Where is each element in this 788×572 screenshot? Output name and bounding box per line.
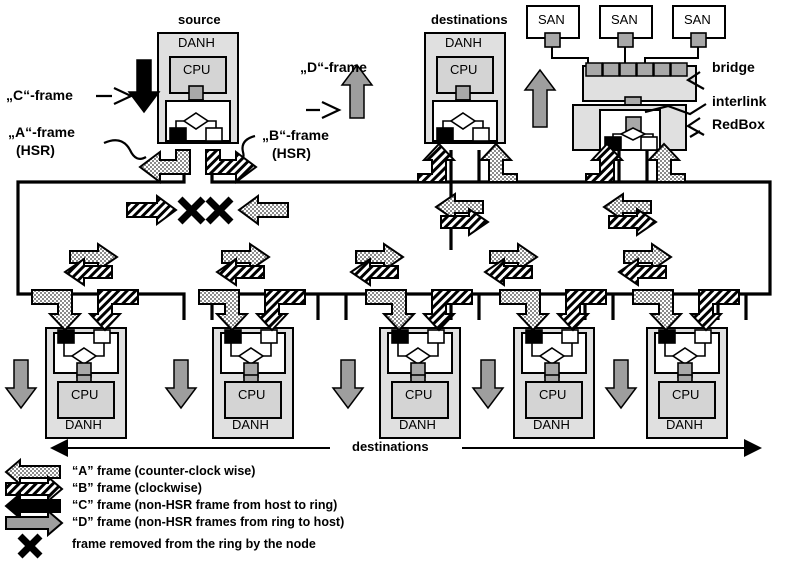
node-label-cpu-destinations: CPU bbox=[450, 62, 478, 77]
port-white bbox=[205, 127, 223, 142]
leader-bridge bbox=[685, 71, 705, 90]
label-a-frame-hsr: (HSR) bbox=[16, 142, 55, 158]
node-label-danh-destinations: DANH bbox=[445, 35, 482, 50]
elbow-arrow-a-destinations bbox=[478, 142, 518, 183]
port-black bbox=[169, 127, 187, 142]
ring-arrow-pair-mid bbox=[434, 192, 490, 237]
ring-arrow-pair-lower-3 bbox=[349, 242, 405, 287]
bottom-node-danh-2: DANH bbox=[232, 417, 269, 432]
san-port-2 bbox=[617, 32, 634, 48]
legend-text-d: “D” frame (non-HSR frames from ring to h… bbox=[72, 515, 345, 529]
label-d-frame: „D“-frame bbox=[300, 59, 367, 75]
x-mark-icon bbox=[17, 533, 43, 559]
legend-text-x: frame removed from the ring by the node bbox=[72, 537, 316, 551]
bridge-ports bbox=[585, 62, 688, 77]
bottom-node-danh-3: DANH bbox=[399, 417, 436, 432]
legend-text-b: “B” frame (clockwise) bbox=[72, 481, 202, 495]
leader-interlink bbox=[644, 103, 707, 116]
arrow-d-bottom-5 bbox=[604, 359, 638, 410]
label-bridge: bridge bbox=[712, 59, 755, 75]
page-title-source: source bbox=[178, 12, 221, 27]
node-label-cpu-source: CPU bbox=[183, 62, 211, 77]
san-port-3 bbox=[690, 32, 707, 48]
legend-icons bbox=[4, 457, 64, 559]
elbow-arrows-bottom-2 bbox=[198, 289, 306, 332]
legend-text-a: “A” frame (counter-clock wise) bbox=[72, 464, 256, 478]
san-port-1 bbox=[544, 32, 561, 48]
bottom-node-danh-5: DANH bbox=[666, 417, 703, 432]
ring-arrow-pair-lower-5 bbox=[617, 242, 673, 287]
node-source[interactable] bbox=[157, 32, 239, 144]
elbow-arrows-bottom-3 bbox=[365, 289, 473, 332]
arrow-d-bottom-4 bbox=[471, 359, 505, 410]
bottom-node-danh-1: DANH bbox=[65, 417, 102, 432]
leader-d-frame bbox=[306, 101, 342, 119]
ring-arrow-pair-lower-4 bbox=[483, 242, 539, 287]
elbow-arrows-bottom-4 bbox=[499, 289, 607, 332]
elbow-arrow-b-redbox bbox=[585, 142, 625, 183]
ring-arrow-pair-right bbox=[602, 192, 658, 237]
bottom-node-3 bbox=[379, 327, 461, 439]
arrow-d-bottom-3 bbox=[331, 359, 365, 410]
elbow-arrow-b-source bbox=[205, 149, 258, 184]
ring-arrow-pair-lower-2 bbox=[215, 242, 271, 287]
leader-c-frame bbox=[96, 87, 134, 105]
san-label-2: SAN bbox=[611, 12, 638, 27]
san-boxes[interactable] bbox=[526, 5, 726, 66]
arrow-d-frame-redbox bbox=[523, 68, 557, 128]
node-destinations[interactable] bbox=[424, 32, 506, 144]
elbow-arrow-b-destinations bbox=[417, 142, 457, 183]
switch-diamond bbox=[182, 112, 210, 130]
san-label-1: SAN bbox=[538, 12, 565, 27]
bottom-node-5 bbox=[646, 327, 728, 439]
arrow-c-solid-left-icon bbox=[4, 491, 61, 521]
label-a-frame: „A“-frame bbox=[8, 124, 75, 140]
label-redbox: RedBox bbox=[712, 116, 765, 132]
arrow-d-frame-destinations bbox=[340, 63, 374, 119]
legend-text-c: “C” frame (non-HSR frame from host to ri… bbox=[72, 498, 338, 512]
cpu-connector bbox=[188, 85, 204, 101]
arrow-a-dotted-left-icon bbox=[4, 457, 61, 487]
bottom-nodes[interactable] bbox=[45, 327, 728, 439]
elbow-arrows-bottom-1 bbox=[31, 289, 139, 332]
bottom-node-1 bbox=[45, 327, 127, 439]
page-title-destinations-top: destinations bbox=[431, 12, 508, 27]
san-label-3: SAN bbox=[684, 12, 711, 27]
elbow-arrow-a-source bbox=[138, 149, 191, 184]
ring-arrow-pair-lower-1 bbox=[63, 242, 119, 287]
arrow-b-hatched-right-icon bbox=[5, 474, 64, 504]
x-mark-b bbox=[177, 196, 206, 225]
label-destinations-bottom: destinations bbox=[352, 439, 429, 454]
arrow-d-bottom-1 bbox=[4, 359, 38, 410]
label-interlink: interlink bbox=[712, 93, 767, 109]
bottom-node-cpu-2: CPU bbox=[238, 387, 266, 402]
label-b-frame: „B“-frame bbox=[262, 127, 329, 143]
arrow-c-frame-source bbox=[127, 59, 161, 114]
leader-a-frame bbox=[103, 139, 147, 160]
ring-arrow-a-removed bbox=[237, 194, 289, 226]
node-redbox[interactable] bbox=[572, 104, 687, 151]
arrow-d-bottom-2 bbox=[164, 359, 198, 410]
bottom-node-danh-4: DANH bbox=[533, 417, 570, 432]
bottom-node-cpu-4: CPU bbox=[539, 387, 567, 402]
node-label-danh-source: DANH bbox=[178, 35, 215, 50]
bottom-node-cpu-3: CPU bbox=[405, 387, 433, 402]
label-c-frame: „C“-frame bbox=[6, 87, 73, 103]
bottom-node-cpu-5: CPU bbox=[672, 387, 700, 402]
ring-arrow-b-removed bbox=[126, 194, 178, 226]
bottom-node-2 bbox=[212, 327, 294, 439]
label-b-frame-hsr: (HSR) bbox=[272, 145, 311, 161]
elbow-arrows-bottom-5 bbox=[632, 289, 740, 332]
elbow-arrow-a-redbox bbox=[646, 142, 686, 183]
bottom-node-4 bbox=[513, 327, 595, 439]
bottom-node-cpu-1: CPU bbox=[71, 387, 99, 402]
arrow-d-gray-right-icon bbox=[5, 508, 64, 538]
x-mark-a bbox=[205, 196, 234, 225]
